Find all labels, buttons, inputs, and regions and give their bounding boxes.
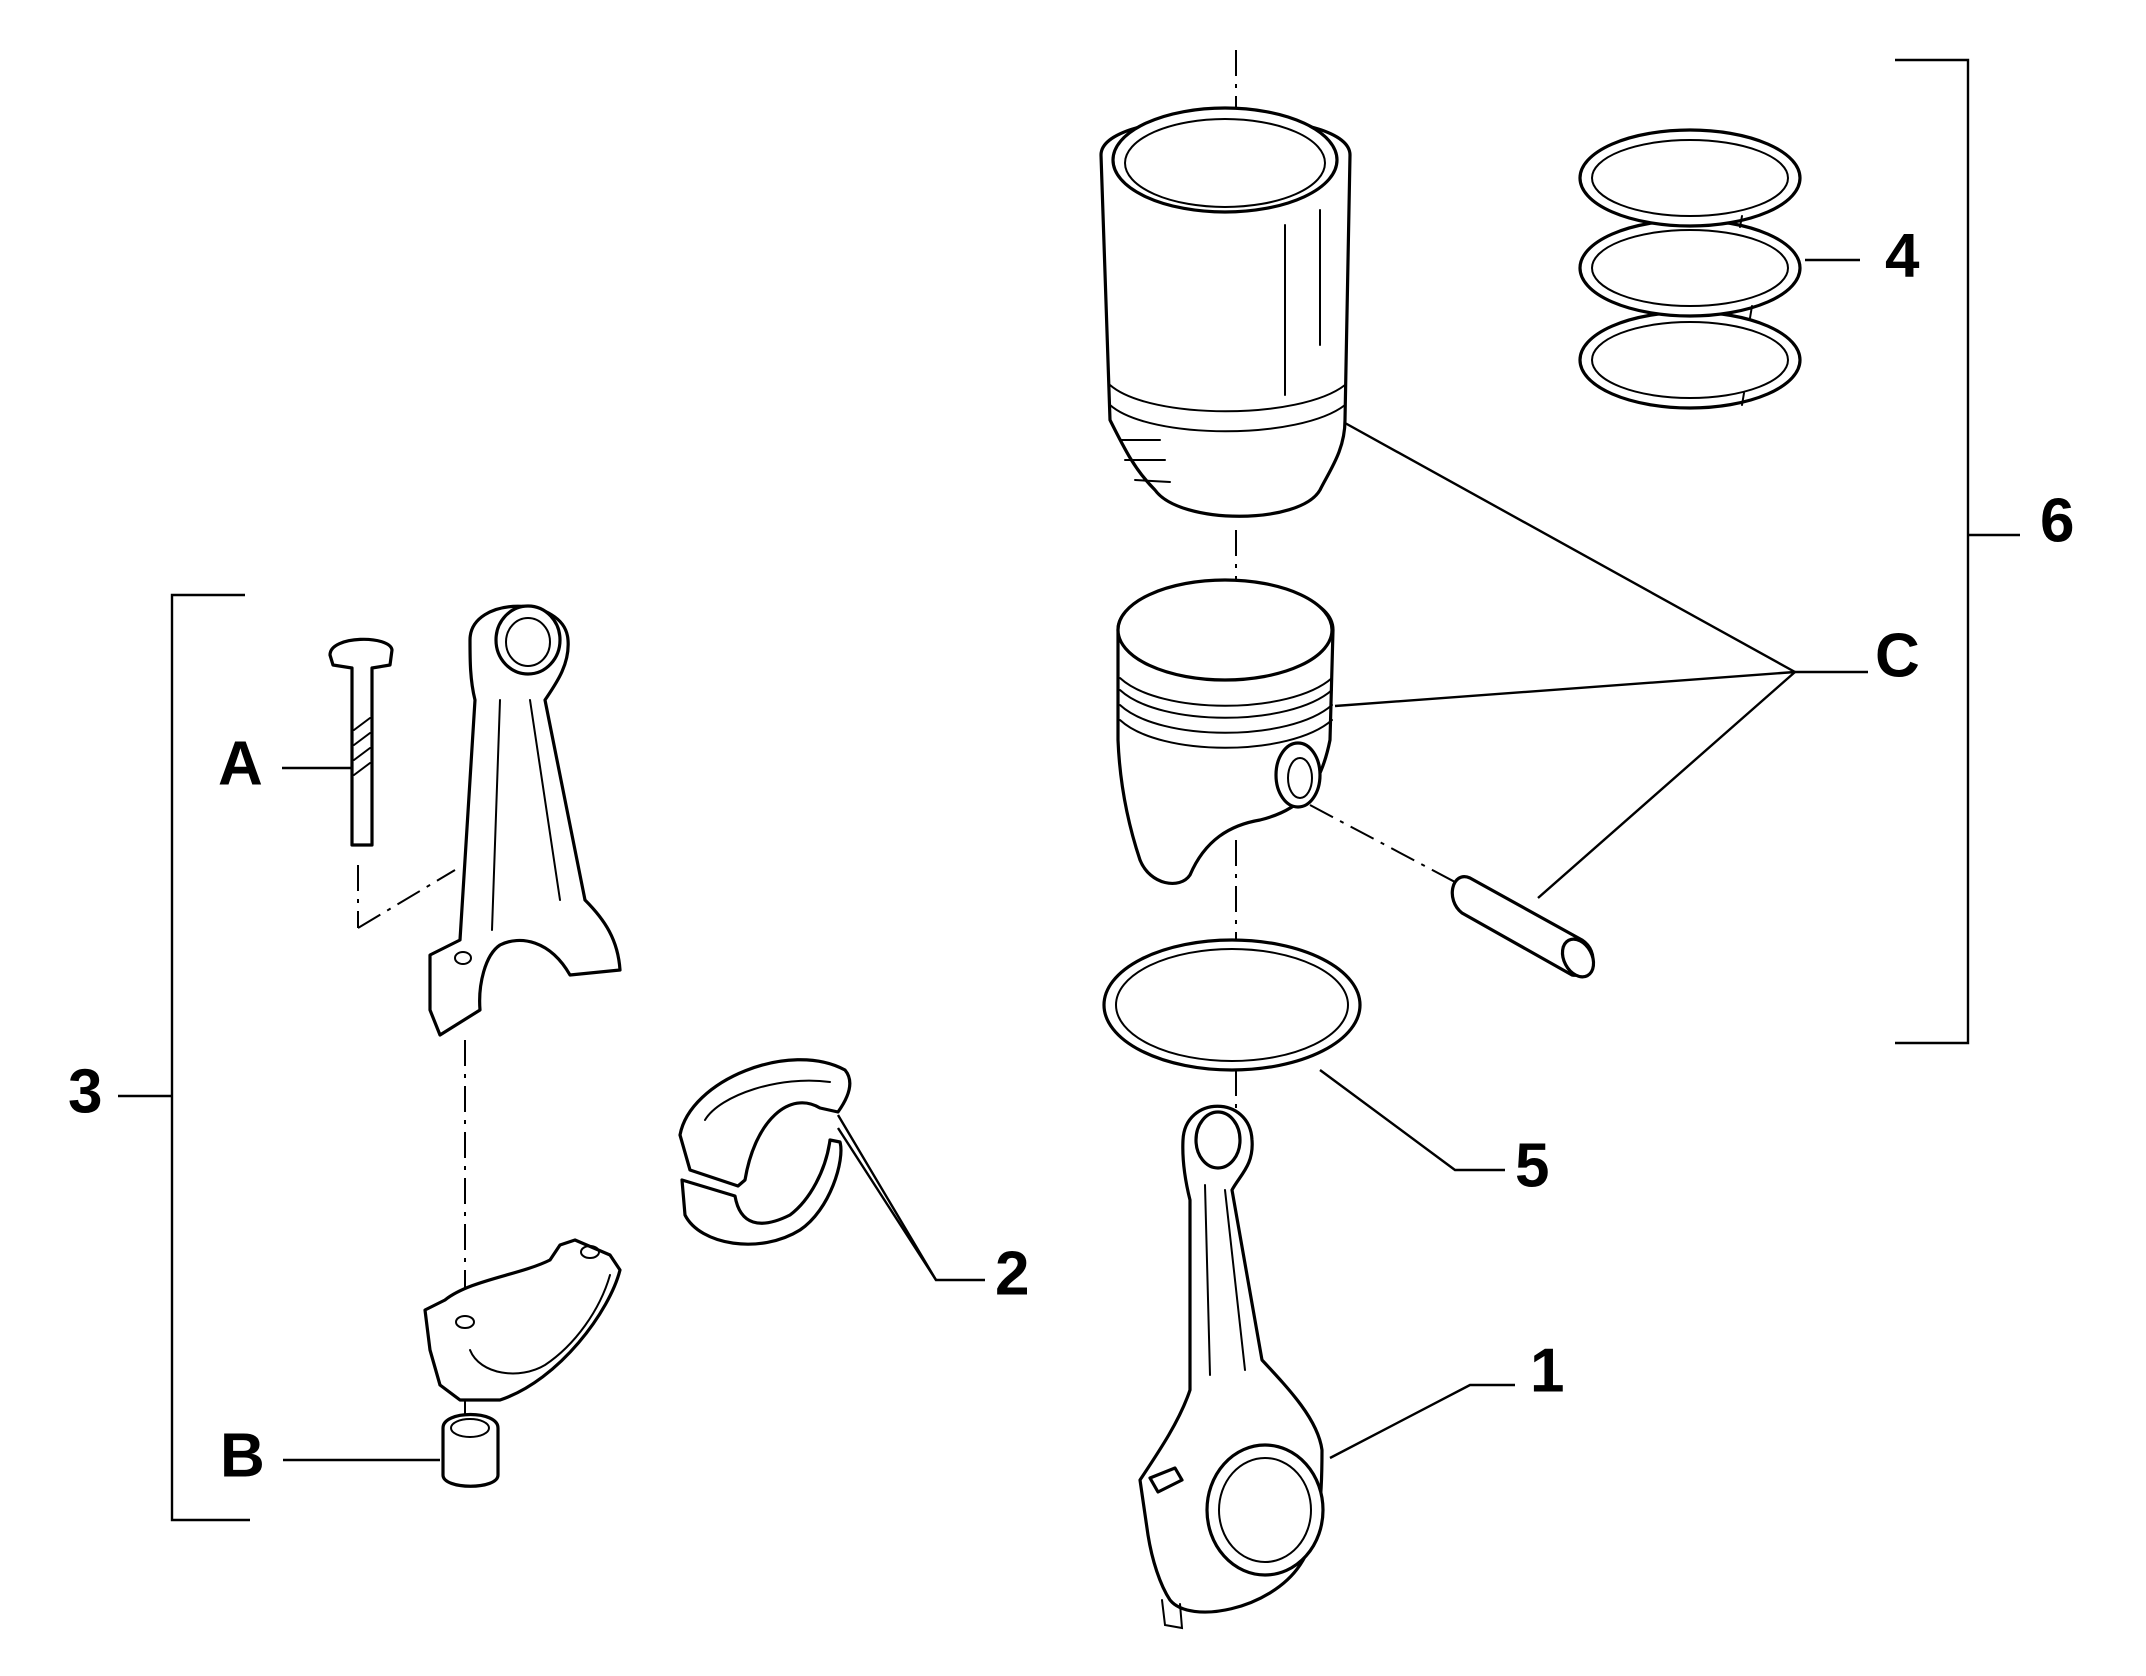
piston-pin xyxy=(1450,875,1596,979)
piston-rings-set xyxy=(1578,128,1802,410)
group-bracket-6 xyxy=(1895,58,2020,1045)
callout-b: B xyxy=(220,1421,265,1490)
assembly-axes xyxy=(357,50,1471,1430)
seal-ring xyxy=(1102,938,1362,1072)
cylinder-liner xyxy=(1099,106,1352,518)
piston xyxy=(1116,578,1335,885)
callout-1: 1 xyxy=(1530,1336,1564,1405)
callout-c: C xyxy=(1875,621,1920,690)
connecting-rod-assembly xyxy=(328,604,622,1488)
callout-3: 3 xyxy=(68,1057,102,1126)
callout-6: 6 xyxy=(2040,486,2074,555)
callout-4: 4 xyxy=(1885,221,1920,290)
callout-5: 5 xyxy=(1515,1131,1549,1200)
group-bracket-3 xyxy=(118,593,250,1522)
callout-a: A xyxy=(218,729,263,798)
callout-2: 2 xyxy=(995,1239,1029,1308)
connecting-rod xyxy=(1138,1104,1325,1630)
leader-lines xyxy=(282,258,1868,1462)
bearing-shells xyxy=(678,1058,852,1246)
